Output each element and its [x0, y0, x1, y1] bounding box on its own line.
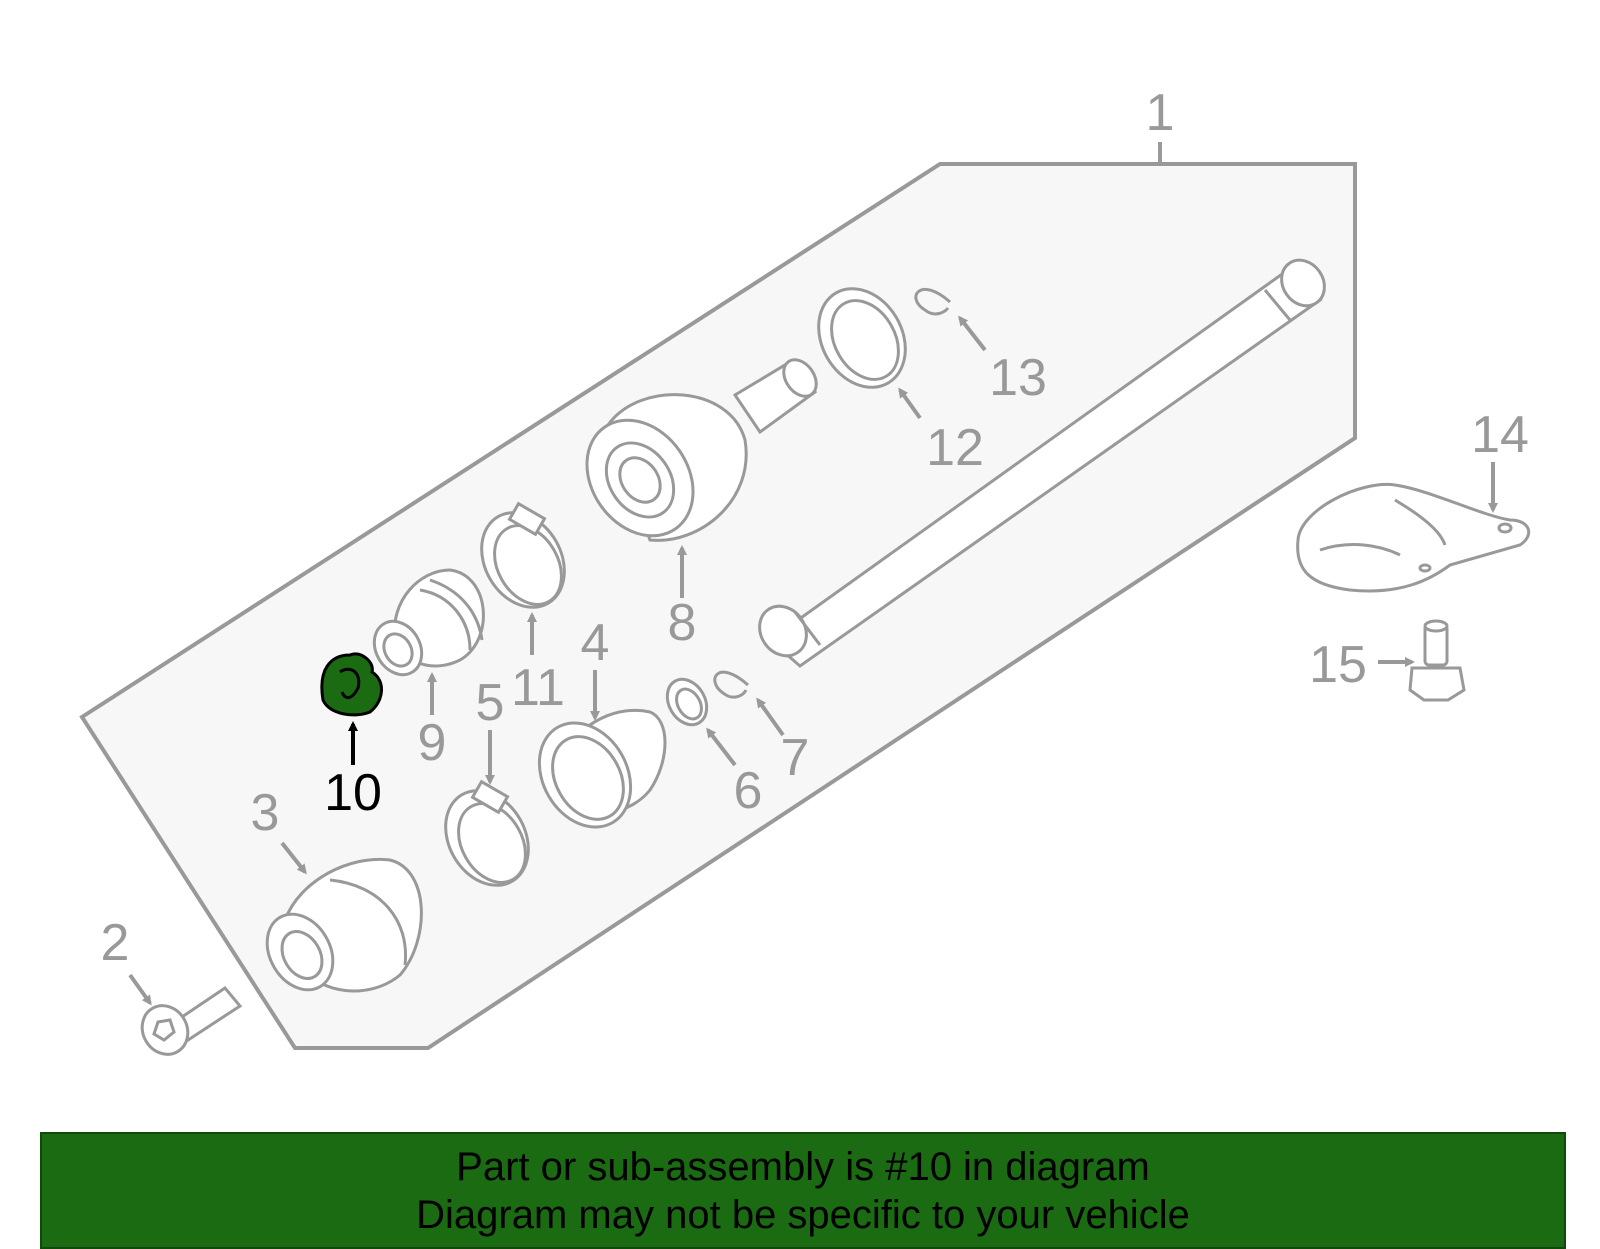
washer-6[interactable] [659, 672, 714, 732]
cv-boot-4[interactable] [521, 706, 667, 843]
label-4: 4 [581, 614, 610, 672]
label-3: 3 [251, 784, 280, 842]
leader-7 [756, 697, 785, 737]
part-10-highlighted[interactable] [320, 652, 383, 717]
label-11: 11 [511, 659, 565, 717]
label-1: 1 [1146, 84, 1175, 142]
label-5: 5 [476, 674, 505, 732]
retaining-ring-12[interactable] [801, 273, 922, 403]
banner-line-2: Diagram may not be specific to your vehi… [416, 1192, 1190, 1237]
snap-ring-7[interactable] [713, 670, 750, 699]
bolt-2[interactable] [133, 985, 243, 1063]
info-banner: Part or sub-assembly is #10 in diagram D… [40, 1132, 1566, 1249]
axle-shaft[interactable] [750, 252, 1333, 668]
bolt-15[interactable] [1408, 619, 1466, 702]
leader-6 [706, 727, 737, 767]
label-9: 9 [418, 714, 447, 772]
leader-2 [128, 973, 152, 1006]
cv-boot-3[interactable] [254, 857, 423, 1001]
snap-ring-13[interactable] [914, 288, 952, 316]
label-13: 13 [989, 349, 1047, 407]
axle-assembly-outline [79, 162, 1357, 1050]
bracket-14[interactable] [1296, 482, 1531, 593]
leader-13 [958, 315, 987, 352]
boot-clamp-5[interactable] [429, 776, 545, 901]
boot-clamp-11[interactable] [465, 498, 581, 623]
cv-boot-9[interactable] [365, 568, 485, 683]
label-14: 14 [1471, 406, 1529, 464]
label-7: 7 [781, 729, 810, 787]
banner-line-1: Part or sub-assembly is #10 in diagram [456, 1144, 1150, 1189]
label-2: 2 [101, 914, 130, 972]
leader-3 [280, 841, 307, 875]
cv-joint-outer[interactable] [565, 354, 823, 557]
label-15: 15 [1309, 636, 1367, 694]
label-8: 8 [668, 594, 697, 652]
label-10: 10 [324, 764, 382, 822]
label-6: 6 [734, 762, 763, 820]
label-12: 12 [926, 419, 984, 477]
leader-12 [898, 387, 922, 420]
